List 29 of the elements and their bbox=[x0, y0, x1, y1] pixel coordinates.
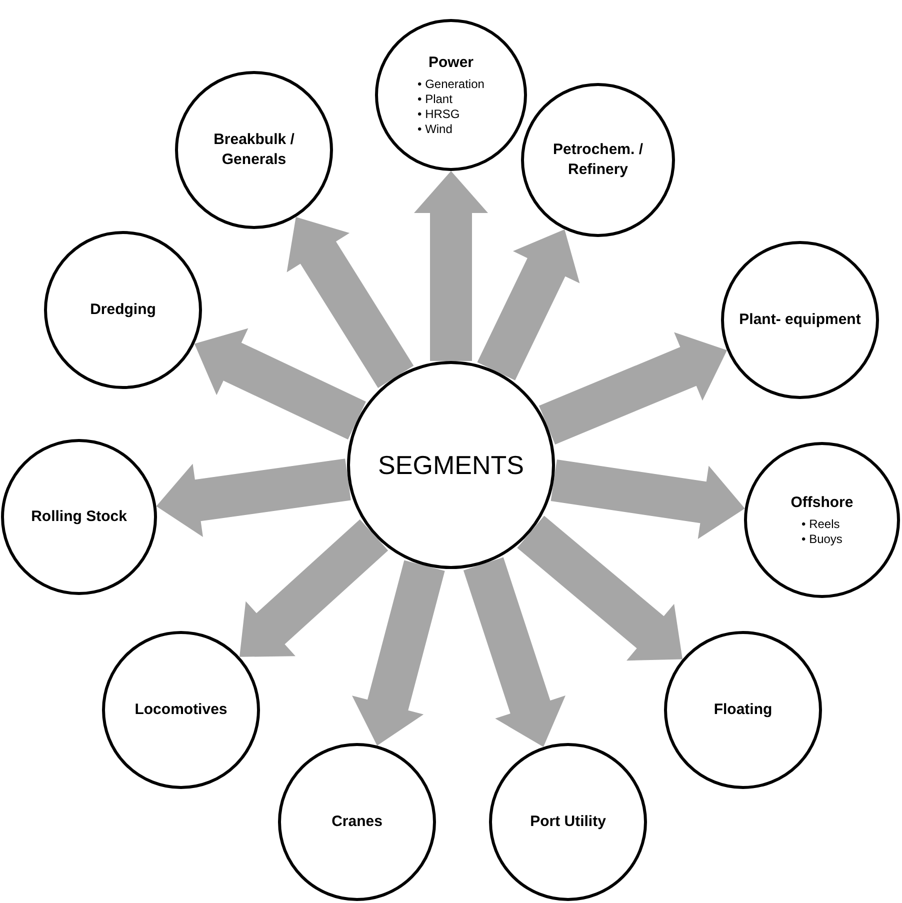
segment-title: Plant- equipment bbox=[739, 310, 861, 330]
block-arrow bbox=[194, 328, 366, 440]
block-arrow bbox=[240, 519, 388, 657]
block-arrow bbox=[463, 557, 566, 747]
segment-title: Dredging bbox=[90, 300, 156, 320]
segment-title: Cranes bbox=[332, 812, 382, 832]
block-arrow bbox=[538, 332, 728, 444]
block-arrow bbox=[477, 229, 580, 380]
segment-title: Breakbulk / Generals bbox=[212, 130, 296, 170]
block-arrow bbox=[286, 216, 414, 388]
segment-title: SEGMENTS bbox=[378, 455, 524, 475]
bullet-item: • Reels bbox=[802, 517, 841, 532]
bullet-item: • Plant bbox=[418, 92, 454, 107]
block-arrow bbox=[517, 516, 682, 661]
segment-title: Offshore bbox=[790, 493, 854, 513]
block-arrow bbox=[550, 459, 745, 539]
block-arrow bbox=[414, 171, 488, 361]
bullet-item: • HRSG bbox=[418, 107, 461, 122]
segment-title: Port Utility bbox=[530, 812, 606, 832]
segment-title: Floating bbox=[714, 700, 772, 720]
segment-title: Petrochem. / Refinery bbox=[552, 140, 644, 180]
block-arrow bbox=[352, 560, 445, 746]
segment-title: Power bbox=[428, 53, 474, 73]
bullet-item: • Wind bbox=[418, 122, 454, 137]
bullet-item: • Generation bbox=[418, 77, 484, 92]
segment-title: Rolling Stock bbox=[31, 507, 127, 527]
bullet-item: • Buoys bbox=[802, 532, 842, 547]
block-arrow bbox=[156, 458, 351, 538]
segment-title: Locomotives bbox=[134, 700, 228, 720]
